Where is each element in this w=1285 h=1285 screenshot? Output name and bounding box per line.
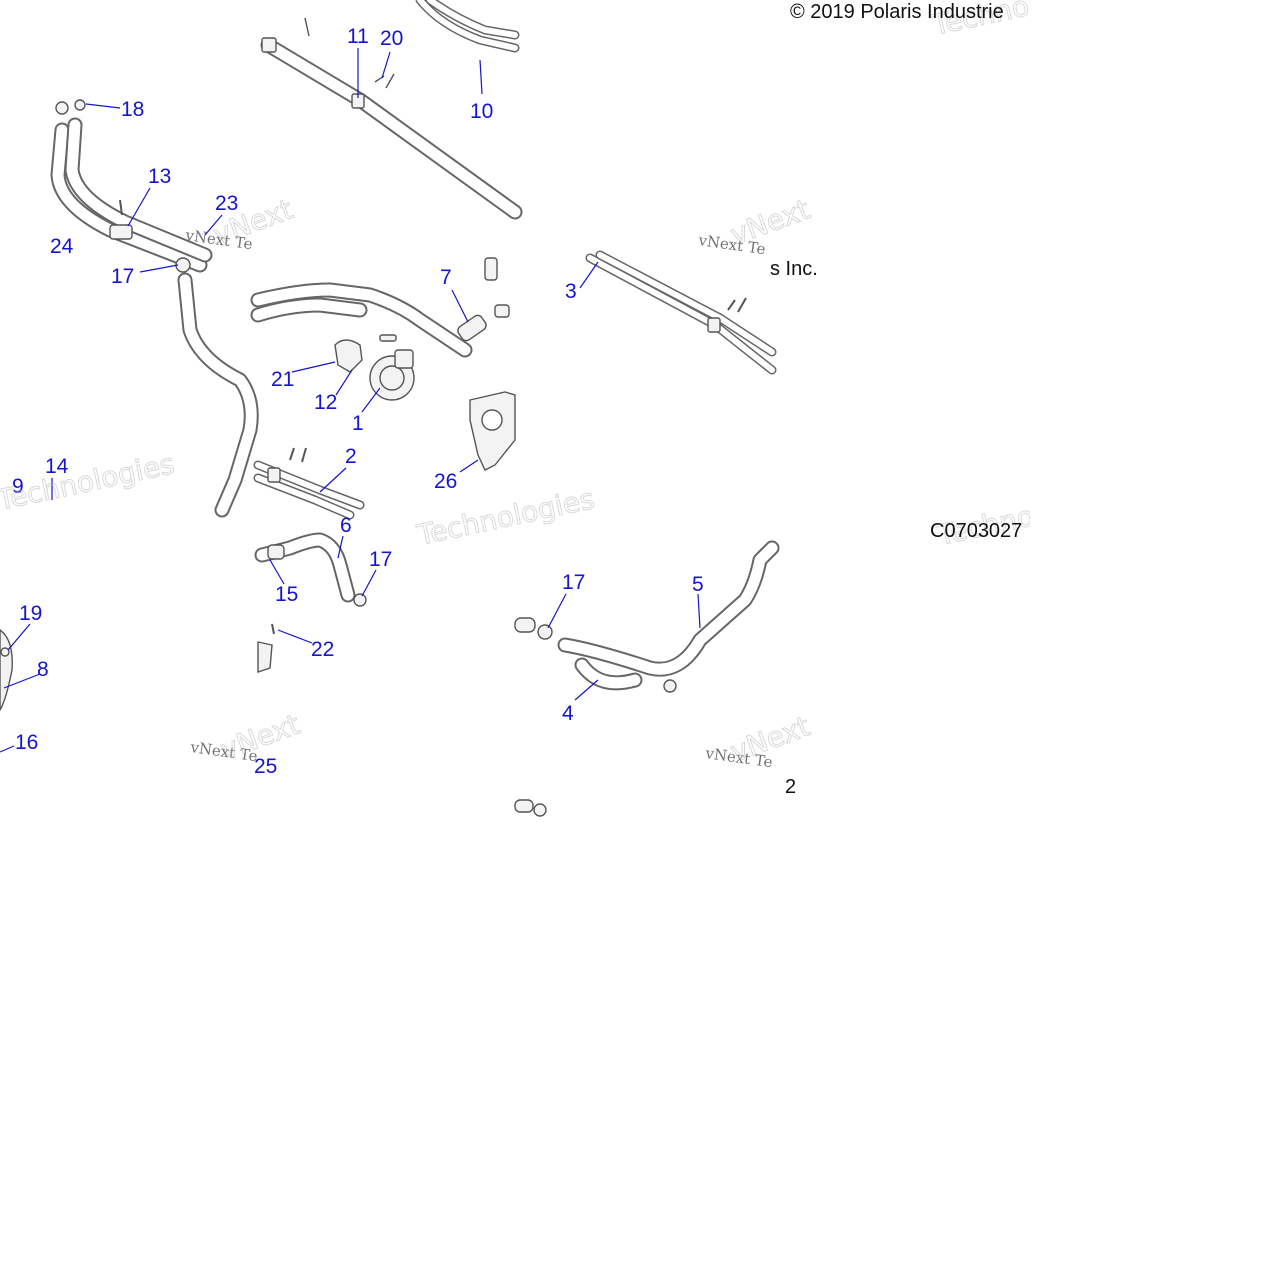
- callout-25: 25: [254, 755, 277, 778]
- callout-6: 6: [340, 514, 352, 537]
- part-22: [257, 623, 275, 673]
- copyright-text: © 2019 Polaris Industrie: [790, 1, 1004, 23]
- callout-10: 10: [470, 100, 493, 123]
- callout-20: 20: [380, 27, 403, 50]
- tube-assembly-2: [253, 447, 365, 520]
- pump-assembly: [250, 257, 510, 401]
- callout-16: 16: [15, 731, 38, 754]
- callout-4: 4: [562, 702, 574, 725]
- leader-lines: [0, 48, 701, 753]
- callout-11: 11: [347, 25, 369, 48]
- hose-6: [254, 532, 367, 607]
- callout-17-right: 17: [562, 571, 585, 594]
- callout-24: 24: [50, 235, 74, 258]
- callout-18: 18: [121, 98, 144, 121]
- drawing-code: C0703027: [930, 520, 1022, 542]
- page-fragment: 2: [785, 776, 796, 798]
- callout-14: 14: [45, 455, 69, 478]
- bracket-26: [469, 391, 516, 471]
- copyright-fragment: s Inc.: [770, 258, 818, 280]
- callout-1: 1: [352, 412, 364, 435]
- callout-labels: 11 20 10 18 13 23 24 17 7 3 21 12 1 2 26…: [12, 25, 704, 778]
- watermarks: vNext Te vNext Te vNext Te vNext Te Tech…: [0, 0, 1118, 771]
- callout-12: 12: [314, 391, 337, 414]
- hose-vertical: [175, 257, 259, 518]
- tube-assembly-3: [585, 250, 777, 375]
- watermark-logo: vNext: [726, 193, 814, 252]
- blank-region: [1030, 0, 1285, 1285]
- callout-19: 19: [19, 602, 42, 625]
- callout-3: 3: [565, 280, 577, 303]
- callout-17-mid: 17: [369, 548, 392, 571]
- watermark-technologies: Technologies: [0, 447, 177, 517]
- callout-15: 15: [275, 583, 298, 606]
- tube-assembly-24: [50, 99, 213, 273]
- tube-assembly-10: [260, 0, 523, 220]
- callout-9: 9: [12, 475, 24, 498]
- part-8: [0, 629, 13, 712]
- callout-17-top: 17: [111, 265, 134, 288]
- callout-7: 7: [440, 266, 452, 289]
- callout-13: 13: [148, 165, 171, 188]
- callout-21: 21: [271, 368, 294, 391]
- callout-8: 8: [37, 658, 49, 681]
- callout-2: 2: [345, 445, 357, 468]
- hose-5: [514, 540, 780, 817]
- callout-26: 26: [434, 470, 457, 493]
- callout-23: 23: [215, 192, 238, 215]
- callout-5: 5: [692, 573, 704, 596]
- blank-region: [0, 1035, 1030, 1285]
- callout-22: 22: [311, 638, 334, 661]
